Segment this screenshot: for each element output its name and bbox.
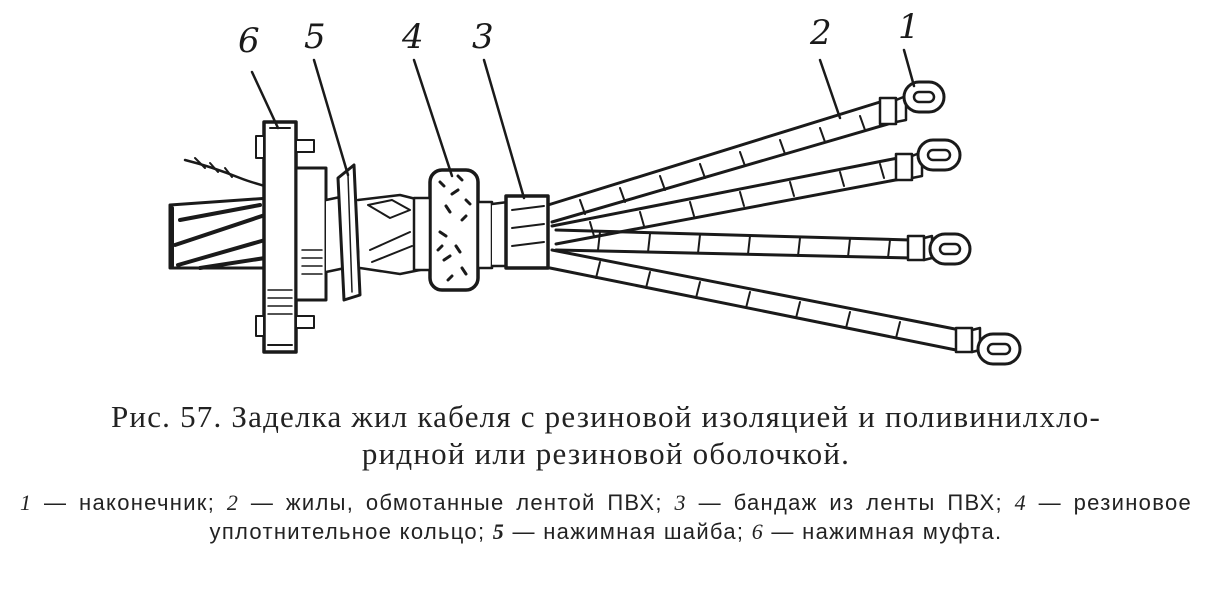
- legend-item-1: 1 — наконечник;: [20, 490, 227, 515]
- leader-3: [482, 58, 526, 200]
- callout-3: 3: [472, 17, 494, 57]
- cable-termination-drawing: [168, 48, 1022, 366]
- conical-transition: [356, 193, 422, 276]
- leader-1: [902, 48, 916, 88]
- pvc-tape-band: [504, 194, 550, 270]
- leader-4: [412, 58, 454, 178]
- callout-6: 6: [238, 21, 260, 61]
- figure-legend: 1 — наконечник; 2 — жилы, обмотанные лен…: [20, 488, 1192, 546]
- callout-5: 5: [304, 17, 326, 57]
- rubber-sealing-ring: [412, 168, 494, 292]
- taped-cores: [546, 100, 962, 352]
- cable-body: [168, 196, 272, 270]
- legend-item-6: 6 — нажимная муфта.: [751, 519, 1003, 544]
- figure-caption: Рис. 57. Заделка жил кабеля с резиновой …: [20, 398, 1192, 472]
- callout-2: 2: [810, 13, 832, 53]
- pressure-washer: [336, 163, 362, 302]
- legend-item-4: 4 — резиновое уплотнительное кольцо;: [209, 490, 1193, 544]
- leader-lines: [250, 48, 916, 200]
- callout-1: 1: [898, 7, 920, 47]
- leader-2: [818, 58, 842, 120]
- caption-line-1: Рис. 57. Заделка жил кабеля с резиновой …: [110, 399, 1101, 434]
- ground-wire: [183, 158, 267, 188]
- leader-6: [250, 70, 280, 130]
- leader-5: [312, 58, 350, 177]
- legend-item-5: 5 — нажимная шайба;: [492, 519, 752, 544]
- cable-lugs: [878, 80, 1022, 366]
- legend-item-3: 3 — бандаж из ленты ПВХ;: [674, 490, 1015, 515]
- clamping-sleeve: [255, 120, 328, 354]
- legend-item-2: 2 — жилы, обмотанные лентой ПВХ;: [226, 490, 675, 515]
- caption-line-2: ридной или резиновой оболочкой.: [361, 436, 851, 471]
- callout-4: 4: [402, 17, 424, 57]
